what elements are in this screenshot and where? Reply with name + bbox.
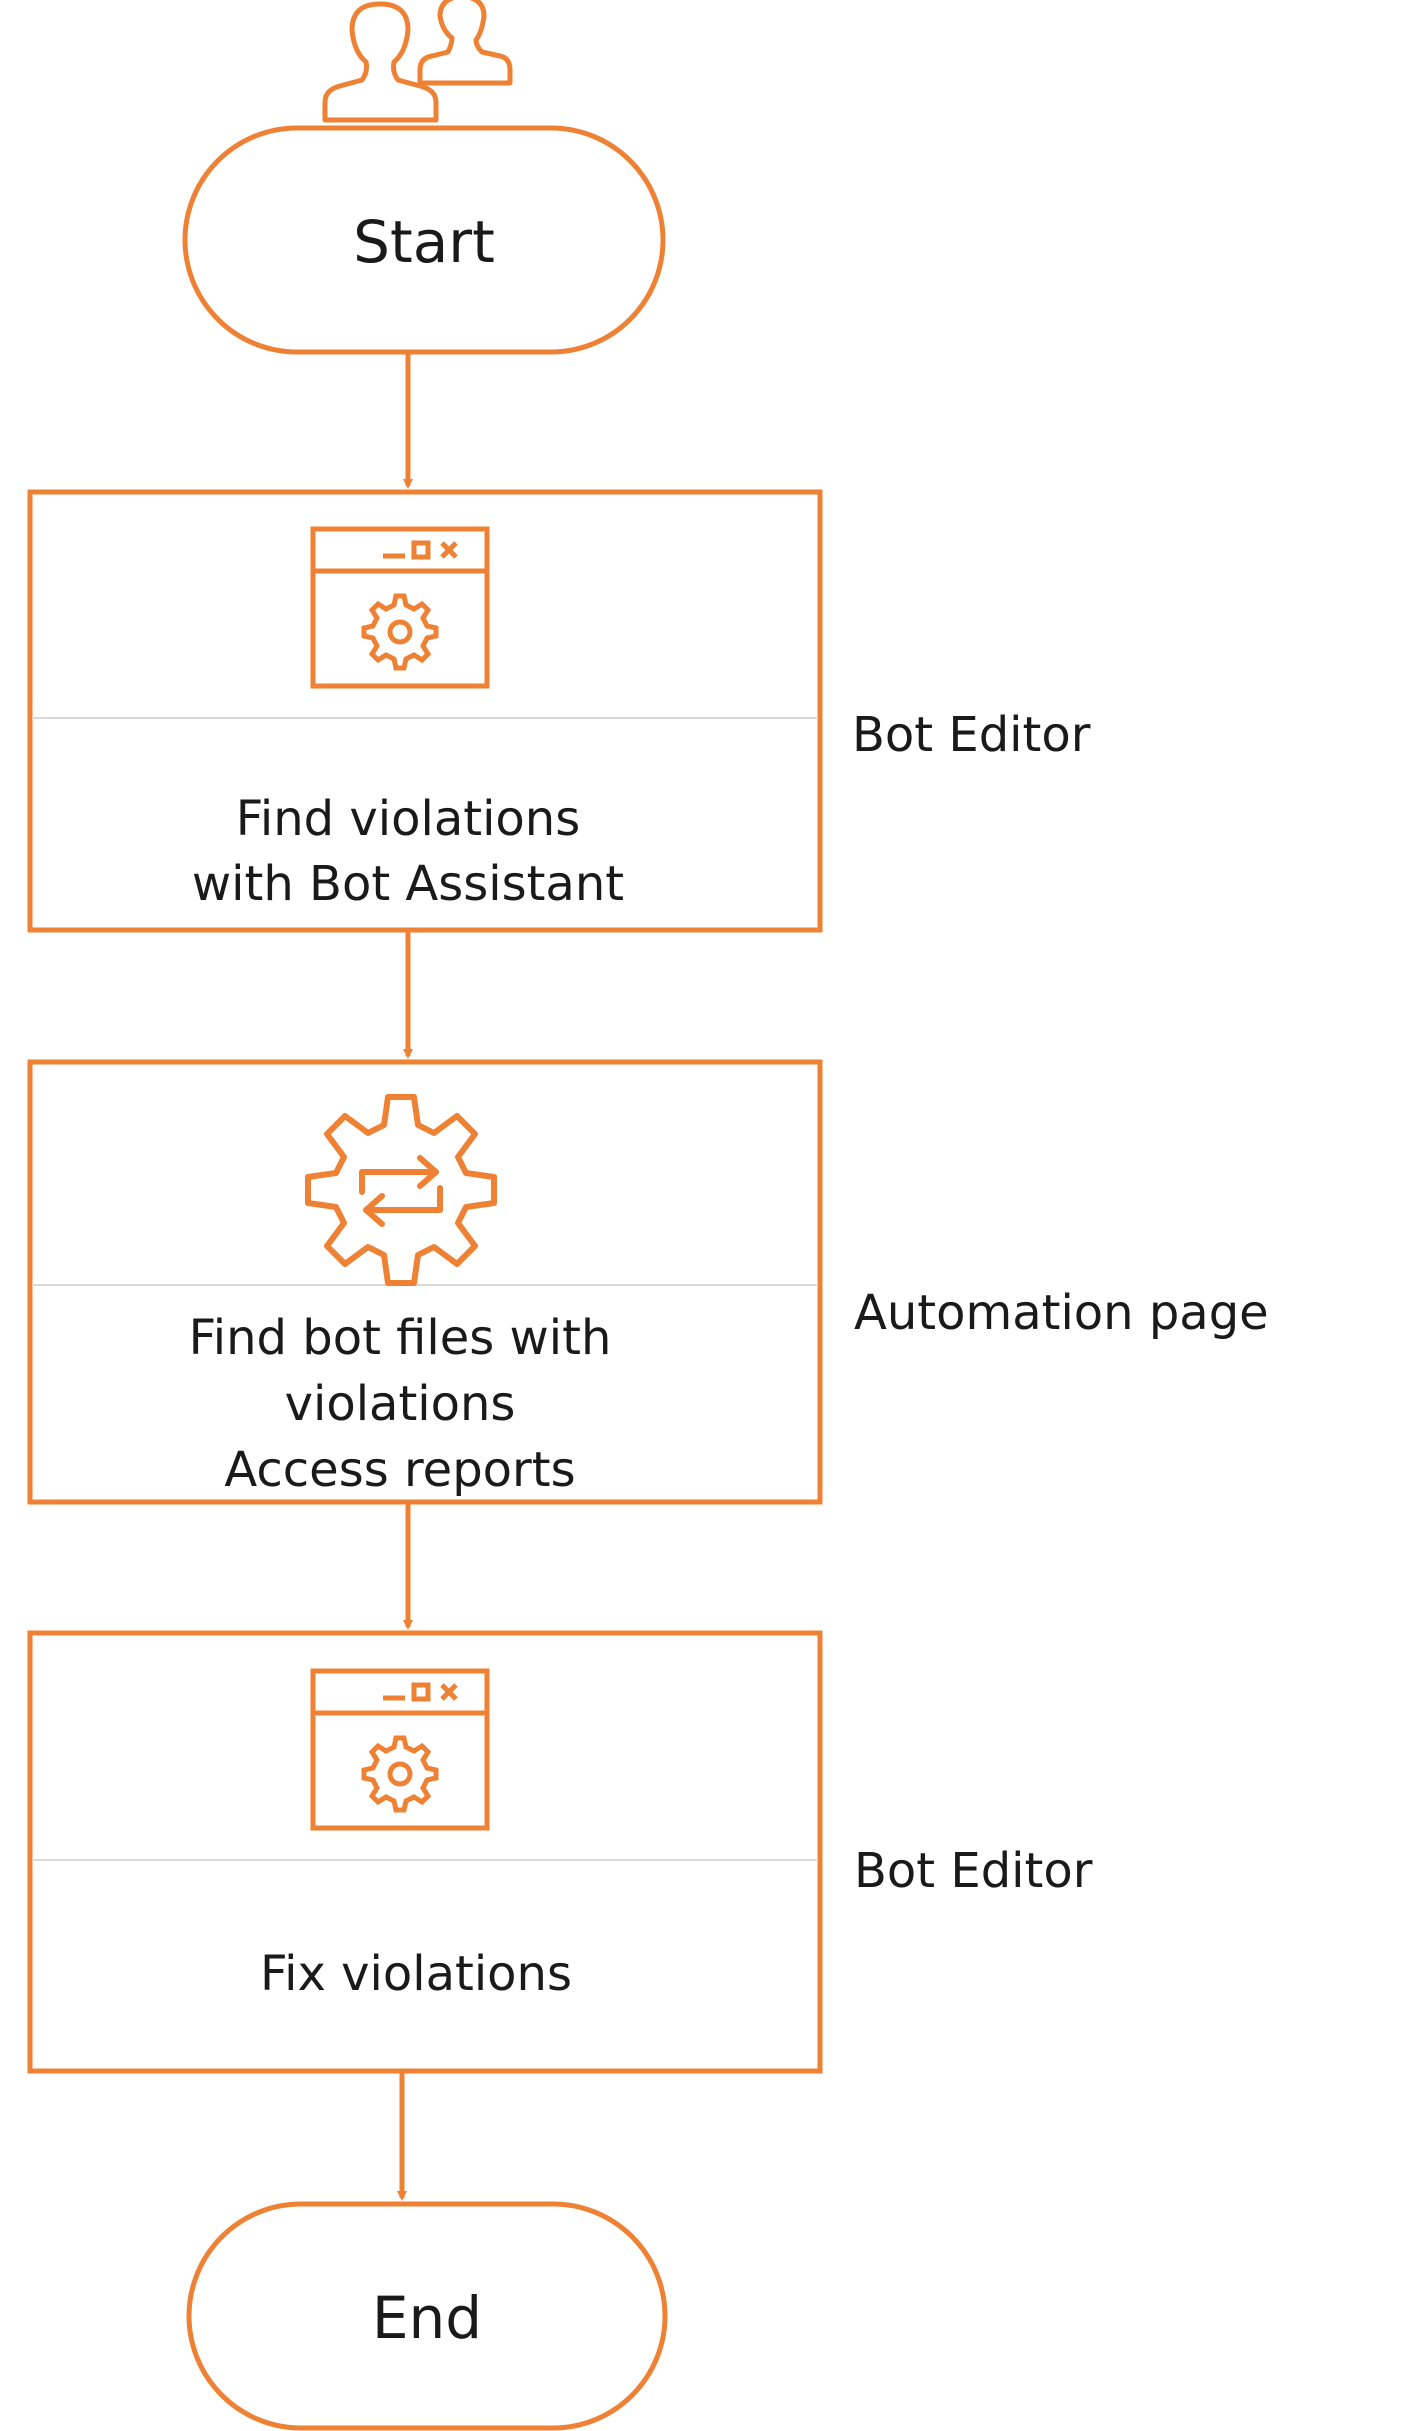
- end-node: End: [186, 2201, 668, 2431]
- gear-sync-icon: [305, 1094, 497, 1286]
- step-1-side-label: Bot Editor: [852, 707, 1091, 763]
- step-2-side-label: Automation page: [854, 1285, 1269, 1341]
- step-2-text-line-2: violations: [285, 1376, 516, 1432]
- end-label: End: [372, 2284, 482, 2352]
- app-window-gear-icon: [310, 526, 490, 689]
- step-3-text-line-1: Fix violations: [260, 1946, 572, 2002]
- step-1-text-line-2: with Bot Assistant: [192, 856, 624, 912]
- step-3-side-label: Bot Editor: [854, 1843, 1093, 1899]
- app-window-gear-icon: [310, 1668, 490, 1831]
- step-2-box: Find bot files with violations Access re…: [27, 1059, 823, 1505]
- step-1-text-line-1: Find violations: [236, 791, 580, 847]
- users-icon: [322, 0, 513, 123]
- start-node: Start: [182, 125, 666, 355]
- step-1-box: Find violations with Bot Assistant: [27, 489, 823, 933]
- step-2-text-line-1: Find bot files with: [189, 1310, 612, 1366]
- step-3-box: Fix violations: [27, 1630, 823, 2074]
- step-2-text-line-3: Access reports: [224, 1442, 575, 1498]
- start-label: Start: [353, 208, 495, 276]
